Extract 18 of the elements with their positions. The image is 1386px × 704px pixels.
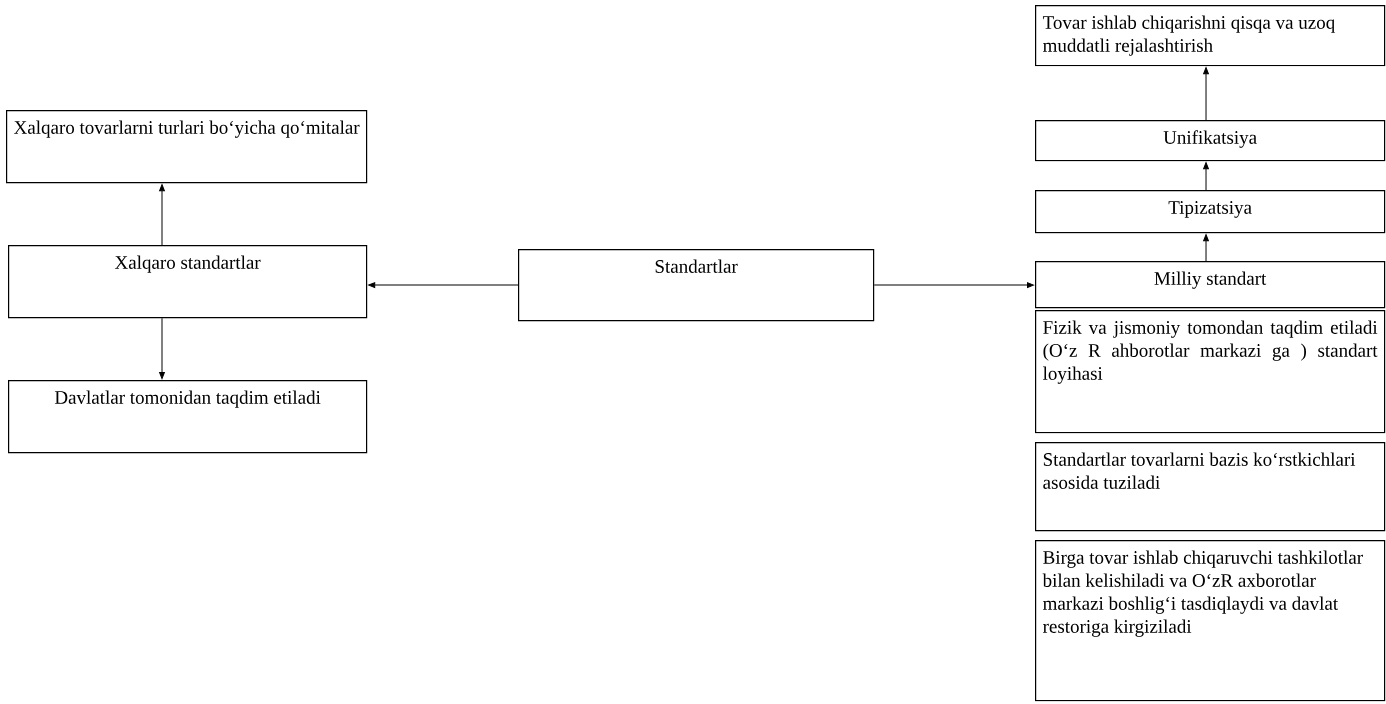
arrow	[159, 317, 165, 380]
arrow	[873, 282, 1035, 288]
arrow	[1203, 162, 1209, 191]
text-box: Standartlar	[518, 249, 875, 322]
text-box: Fizik va jismoniy tomondan taqdim etiladi (O‘z R ahborotlar markazi ga ) standart loyihasi	[1035, 310, 1386, 434]
arrow	[159, 184, 165, 246]
text-box: Tipizatsiya	[1035, 190, 1386, 234]
text-box: Xalqaro standartlar	[8, 245, 368, 319]
text-box: Birga tovar ishlab chiqaruvchi tashkilotlar bilan kelishiladi va O‘zR axborotlar markazi boshlig‘i tasdiqlaydi va davlat restoriga kirgiziladi	[1035, 540, 1386, 702]
text-box: Unifikatsiya	[1035, 120, 1386, 162]
text-box: Tovar ishlab chiqarishni qisqa va uzoq muddatli rejalashtirish	[1035, 5, 1386, 67]
text-box: Standartlar tovarlarni bazis ko‘rstkichlari asosida tuziladi	[1035, 442, 1386, 532]
text-box: Milliy standart	[1035, 261, 1386, 309]
text-box: Davlatlar tomonidan taqdim etiladi	[8, 380, 368, 454]
arrow	[1203, 234, 1209, 262]
text-box: Xalqaro tovarlarni turlari bo‘yicha qo‘mitalar	[6, 110, 368, 184]
arrow	[368, 282, 519, 288]
arrow	[1203, 67, 1209, 121]
